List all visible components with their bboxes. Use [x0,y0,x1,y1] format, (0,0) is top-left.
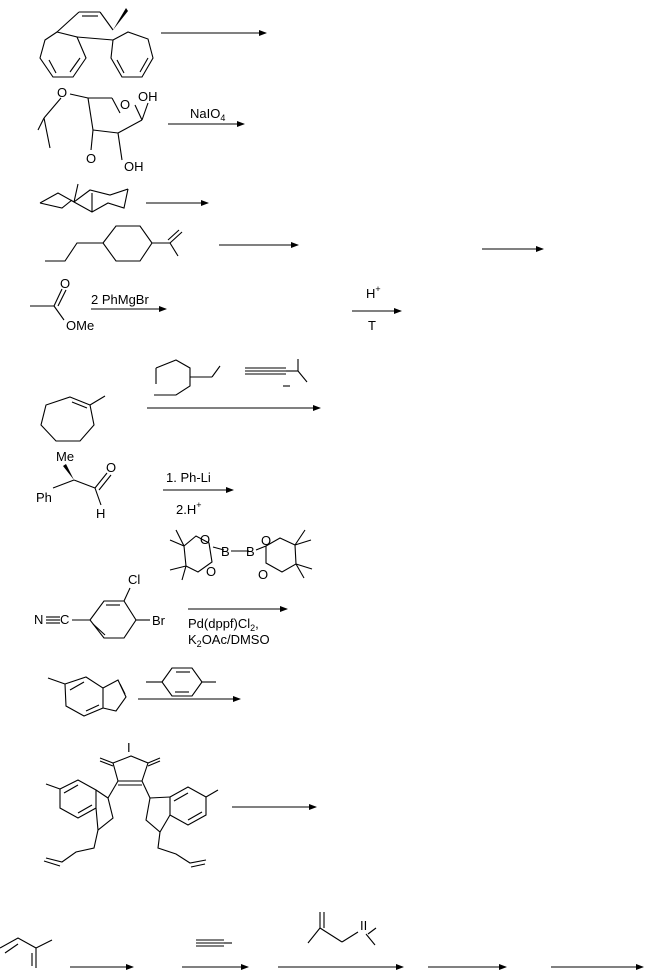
bisindolylmaleimide-structure: I [43,740,219,868]
reaction-8: O B O B O O N C Cl Br Pd(dppf)Cl2, K2OAc… [34,529,313,649]
r11-fragment: II [360,918,367,933]
reaction-4 [45,225,544,262]
para-xylene-structure [146,667,216,697]
decalin-structure [39,183,129,213]
reagent-ethylcyclohexane-structure [154,359,221,396]
propyne-reagent-structure [196,939,232,947]
reaction-5: O OMe 2 PhMgBr H+ T [30,276,402,333]
r7-atom-o: O [106,460,116,475]
dibenzocycloheptene-structure [39,8,154,78]
reaction-2: O O OH O OH NaIO4 [37,85,245,174]
r8-atom-o1: O [200,532,210,547]
reaction-6 [40,359,321,442]
r2-atom-o3: O [86,151,96,166]
r8-atom-b2: B [246,544,255,559]
r5-acid: H+ [366,284,381,301]
acetonide-furanose-structure: O O OH O OH [37,85,158,174]
cyclohexane-structure [45,225,183,262]
r7-atom-ph: Ph [36,490,52,505]
toluene-structure [0,937,53,968]
methylcycloheptene-structure [40,395,106,442]
reaction-11: II [0,912,644,970]
r8-atom-b1: B [221,544,230,559]
chlorobromobenzonitrile-structure: N C Cl Br [34,572,166,639]
reaction-3 [39,183,209,213]
r8-atom-o3: O [261,533,271,548]
r8-atom-br: Br [152,613,166,628]
methallyl-reagent-structure: II [307,912,377,946]
reagent-tert-butylacetylene-structure [245,359,308,387]
r8-base: K2OAc/DMSO [188,632,270,649]
r10-atom-i: I [127,740,131,755]
r5-heat: T [368,318,376,333]
r8-atom-o2: O [206,564,216,579]
reaction-10: I [43,740,317,868]
r2-atom-o1: O [57,85,67,100]
methyl-acetate-structure: O OMe [30,276,94,333]
r8-atom-n: N [34,612,43,627]
r7-atom-h: H [96,506,105,521]
r7-step-1: 1. Ph-Li [166,470,211,485]
r8-atom-cl: Cl [128,572,140,587]
phenylpropanal-structure: Me O Ph H [36,449,116,521]
r2-reagent: NaIO4 [190,106,225,123]
r7-step-2: 2.H+ [176,500,202,517]
r7-atom-me: Me [56,449,74,464]
r8-catalyst: Pd(dppf)Cl2, [188,616,259,633]
r5-atom-o: O [60,276,70,291]
r2-atom-oh1: OH [138,89,158,104]
r8-atom-o4: O [258,567,268,582]
reaction-7: Me O Ph H 1. Ph-Li 2.H+ [36,449,234,521]
bis-pinacolato-diboron-structure: O B O B O O [169,529,313,582]
r5-reagent: 2 PhMgBr [91,292,149,307]
methylindene-structure [47,676,127,717]
reaction-9 [47,667,241,717]
r2-atom-o2: O [120,97,130,112]
r8-atom-c: C [60,612,69,627]
r5-atom-ome: OMe [66,318,94,333]
reaction-1 [39,8,267,78]
r2-atom-oh2: OH [124,159,144,174]
